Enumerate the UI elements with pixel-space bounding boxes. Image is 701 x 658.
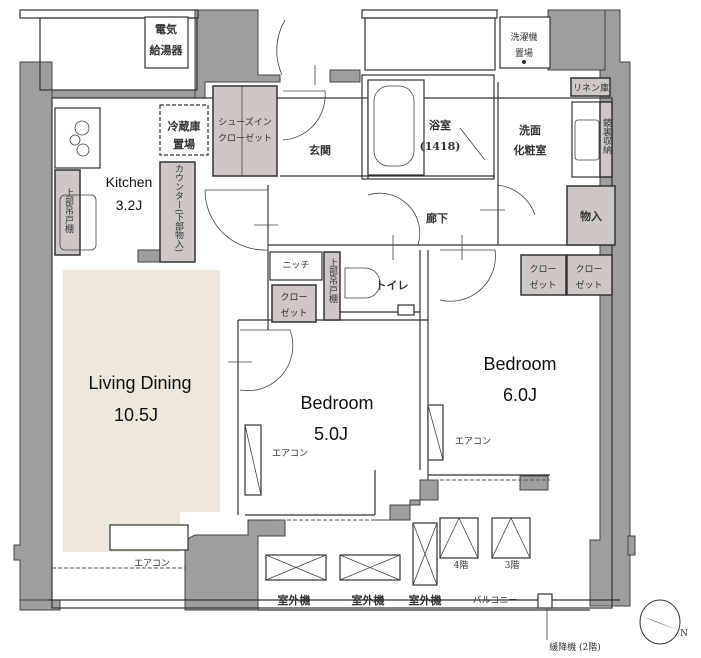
outdoor-unit-icon [412, 522, 438, 586]
outdoor-unit-label: 室外機 [352, 593, 385, 607]
living-label: Living Dining [88, 373, 191, 393]
fridge-space [159, 104, 209, 156]
escape-hatch [537, 593, 553, 609]
upper-cabinet-kitchen [54, 169, 81, 256]
ac-unit-living [109, 524, 189, 551]
stove [54, 107, 101, 169]
living-floor-area [63, 270, 220, 552]
shoe-closet-label: クローゼット [218, 132, 272, 144]
toilet-label: トイレ [376, 279, 409, 292]
bath-label: 浴室 [429, 118, 451, 132]
outdoor-unit-label: 室外機 [409, 593, 442, 607]
floor-4-label: 4階 [454, 560, 469, 571]
outdoor-unit-icon [265, 554, 327, 581]
doors [204, 19, 536, 392]
upper-cabinet-toilet [323, 251, 341, 321]
closet-b2-label: ゼット [575, 279, 602, 291]
stair-4f-icon [439, 517, 479, 559]
compass-label: N [680, 629, 688, 639]
hallway-label: 廊下 [426, 211, 448, 225]
closet-b1-label: クロー [529, 264, 556, 275]
bedroom-small-label: Bedroom [300, 393, 373, 413]
washroom-label: 洗面 [519, 123, 541, 137]
ac-label: エアコン [134, 559, 170, 569]
water-heater-box [144, 16, 189, 69]
fixtures [54, 16, 616, 640]
kitchen-size: 3.2J [116, 197, 142, 213]
washer-label: 置場 [515, 47, 533, 59]
entrance-label: 玄関 [309, 143, 331, 157]
partition-lines [19, 9, 620, 611]
upper-cabinet-toilet-label: 上部吊戸棚 [327, 258, 337, 303]
storage-box [566, 185, 616, 246]
kitchen-label: Kitchen [106, 174, 153, 190]
upper-cabinet-kitchen-label: 上部吊戸棚 [63, 188, 73, 233]
balcony-label: バルコニー [473, 595, 518, 606]
closet-b1 [520, 254, 567, 296]
shoe-closet-label: シューズイン [218, 116, 272, 128]
washer-box [499, 16, 551, 69]
ac-label: エアコン [272, 449, 308, 459]
storage-label: 物入 [580, 209, 602, 223]
water-heater-label: 電気 [155, 22, 177, 36]
closet-b2-label: クロー [575, 264, 602, 275]
outdoor-unit-icon [339, 554, 401, 581]
linen-label: リネン庫 [573, 82, 609, 94]
room-labels: 電気 給湯器 冷蔵庫 置場 シューズイン クローゼット 玄関 Kitchen 3… [88, 22, 609, 653]
mirror-storage-label: 鏡裏収納 [601, 118, 611, 154]
bedroom-large-size: 6.0J [503, 385, 537, 405]
water-heater-label: 給湯器 [150, 43, 184, 57]
outdoor-unit-label: 室外機 [278, 593, 311, 607]
fridge-label: 冷蔵庫 [168, 119, 201, 133]
closet-hall-label: ゼット [280, 307, 307, 319]
ac-label: エアコン [455, 437, 491, 447]
counter-storage [159, 161, 196, 263]
closet-b2 [566, 254, 613, 296]
living-size: 10.5J [114, 405, 158, 425]
niche-label: ニッチ [282, 260, 309, 271]
closet-hall [271, 284, 317, 323]
closet-b1-label: ゼット [529, 279, 556, 291]
shoe-closet [212, 85, 278, 177]
north-arrow-icon: N [639, 599, 688, 645]
stair-3f-icon [491, 517, 531, 559]
escape-ladder-label: 緩降機 (2階) [549, 641, 601, 653]
bedroom-small-size: 5.0J [314, 424, 348, 444]
fridge-label: 置場 [173, 137, 195, 151]
bedroom-large-label: Bedroom [483, 354, 556, 374]
floor-3-label: 3階 [505, 560, 520, 571]
washroom-label: 化粧室 [514, 143, 547, 157]
linen-closet [570, 77, 611, 97]
closet-hall-label: クロー [280, 292, 307, 303]
counter-label: カウンター(下部物入) [173, 164, 183, 253]
washer-label: 洗濯機 [510, 31, 537, 43]
bath-size: (1418) [419, 140, 460, 153]
